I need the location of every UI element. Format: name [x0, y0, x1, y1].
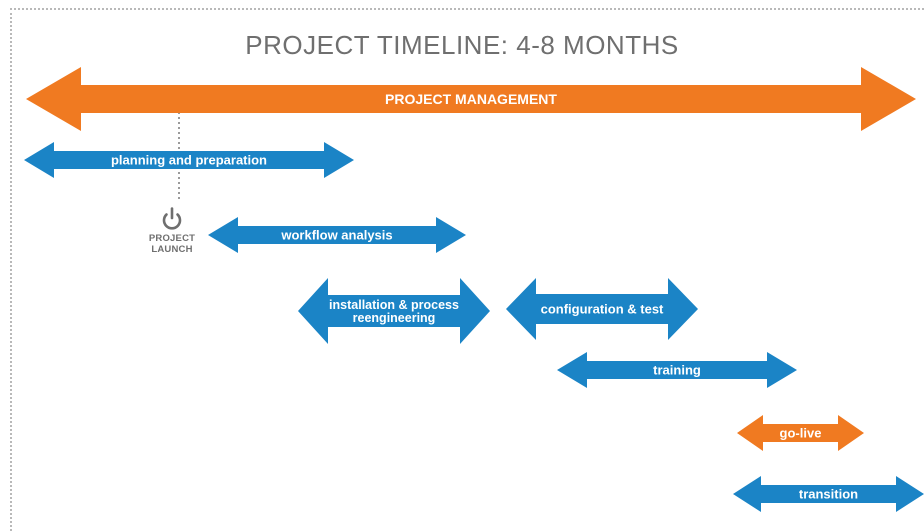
project-launch-marker: PROJECT LAUNCH [140, 205, 204, 255]
go-live-arrow-shape [737, 415, 864, 451]
project-launch-label-line1: PROJECT [148, 233, 196, 244]
training-arrow: training [557, 352, 797, 388]
configuration-and-test-arrow-shape [506, 278, 698, 340]
page-title: PROJECT TIMELINE: 4-8 MONTHS [245, 30, 679, 60]
configuration-and-test-arrow: configuration & test [506, 278, 698, 340]
planning-and-preparation-arrow: planning and preparation [24, 142, 354, 178]
planning-and-preparation-label: planning and preparation [111, 153, 267, 168]
power-icon [162, 207, 182, 230]
workflow-analysis-arrow-shape [208, 217, 466, 253]
go-live-arrow: go-live [737, 415, 864, 451]
go-live-label: go-live [780, 426, 822, 441]
planning-and-preparation-arrow-shape [24, 142, 354, 178]
project-management-arrow: PROJECT MANAGEMENT [26, 67, 916, 131]
installation-and-process-reengineering-label-line1: installation & process [329, 298, 459, 312]
workflow-analysis-label: workflow analysis [280, 228, 392, 243]
project-management-label: PROJECT MANAGEMENT [385, 91, 557, 107]
training-label: training [653, 363, 701, 378]
transition-arrow: transition [733, 476, 924, 512]
training-arrow-shape [557, 352, 797, 388]
configuration-and-test-label: configuration & test [541, 302, 664, 317]
project-management-arrow-shape [26, 67, 916, 131]
workflow-analysis-arrow: workflow analysis [208, 217, 466, 253]
frame-border-top [10, 8, 924, 10]
transition-label: transition [799, 487, 858, 502]
frame-border-left [10, 8, 12, 531]
project-launch-label-line2: LAUNCH [151, 244, 193, 255]
installation-and-process-reengineering-arrow-shape [298, 278, 490, 344]
installation-and-process-reengineering-label-line2: reengineering [353, 311, 436, 325]
transition-arrow-shape [733, 476, 924, 512]
